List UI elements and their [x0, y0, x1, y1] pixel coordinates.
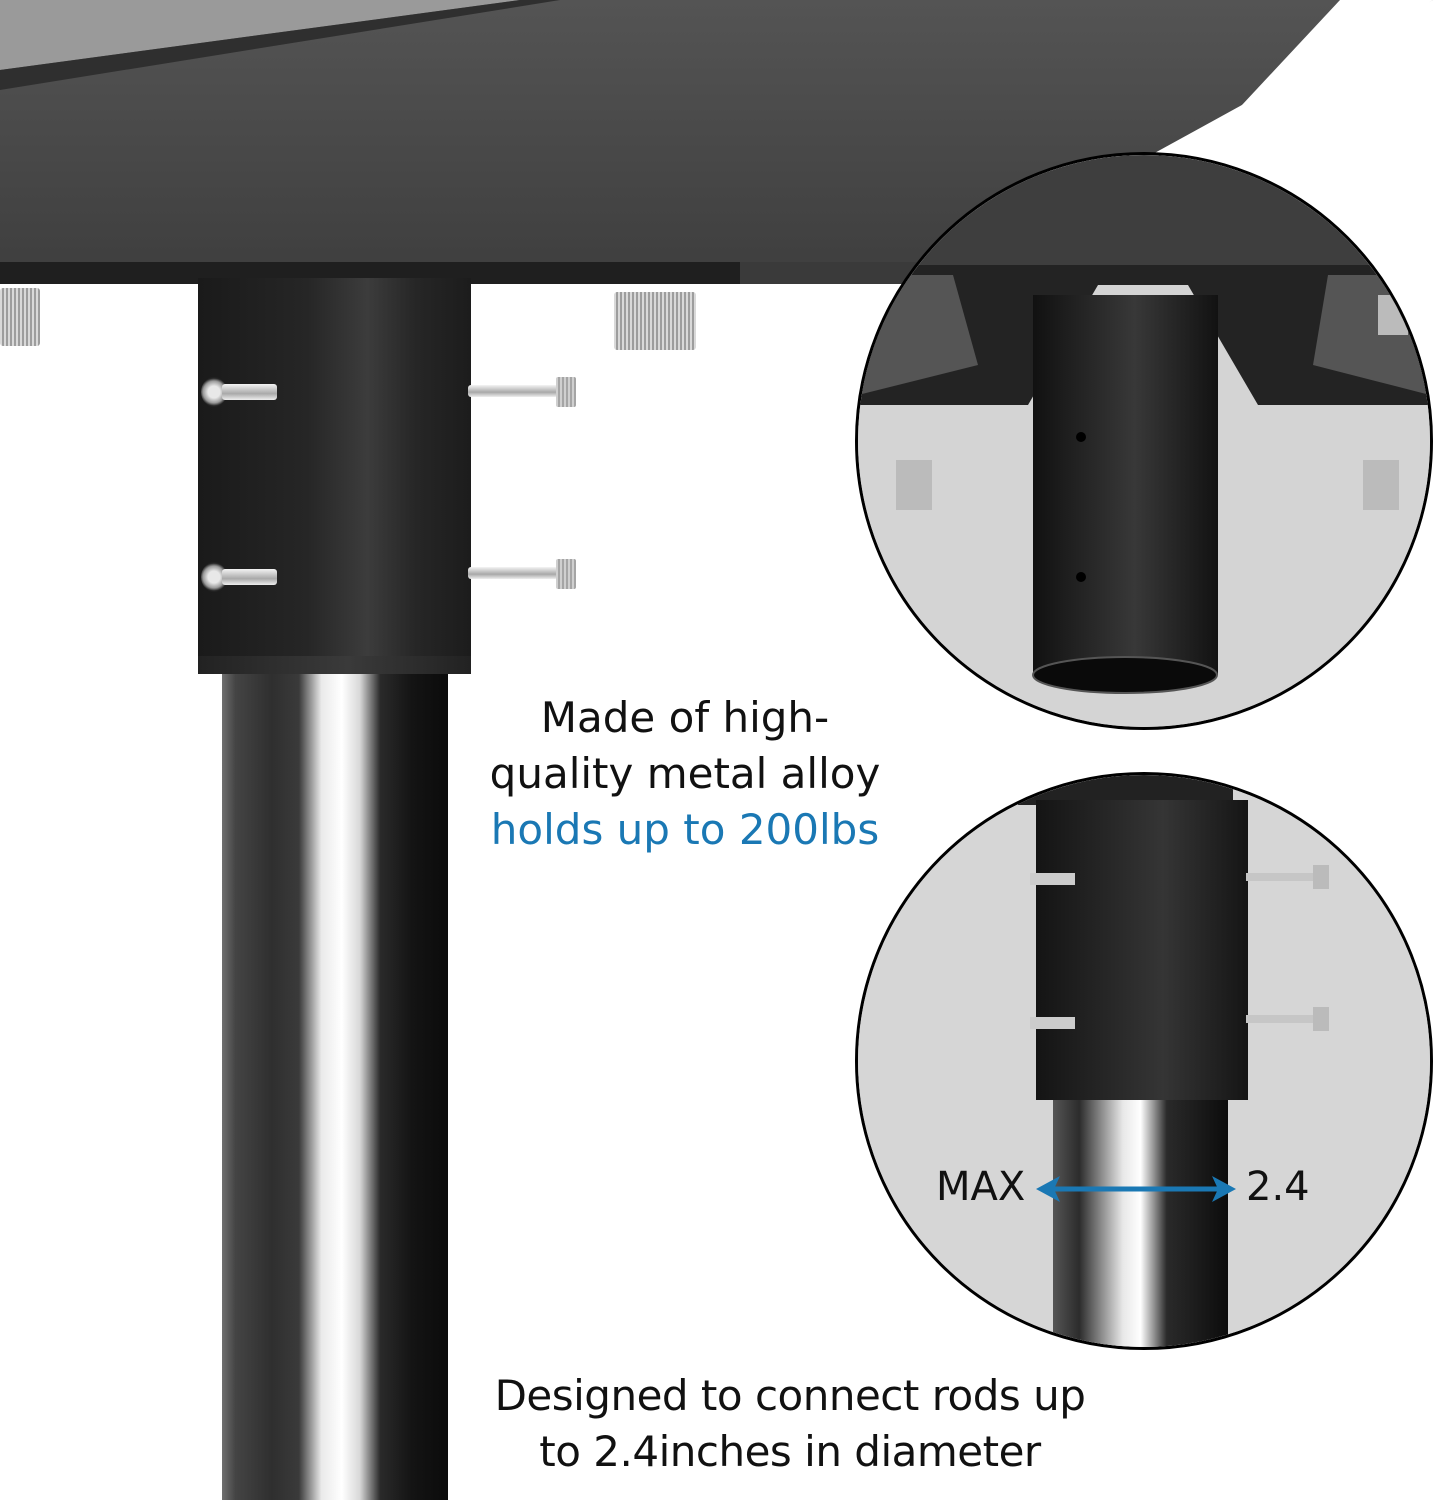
- bolt-shaft: [222, 384, 277, 400]
- dimension-value-label: 2.4: [1246, 1164, 1310, 1210]
- rod-diameter-caption: Designed to connect rods up to 2.4inches…: [450, 1368, 1130, 1480]
- thumb-screw-icon: [556, 377, 576, 407]
- underside-illustration: [858, 155, 1430, 727]
- thumb-nut-right: [614, 292, 696, 350]
- pole-sleeve: [198, 278, 471, 670]
- sleeve-bottom-edge: [198, 656, 471, 674]
- caption-line: to 2.4inches in diameter: [539, 1427, 1041, 1476]
- caption-line: Made of high-: [540, 693, 830, 742]
- caption-line: Designed to connect rods up: [494, 1371, 1086, 1420]
- bolt-shaft: [222, 569, 277, 585]
- support-rod: [222, 668, 448, 1500]
- load-capacity-caption: Made of high- quality metal alloy holds …: [470, 690, 900, 858]
- diameter-illustration: [858, 775, 1430, 1347]
- caption-highlight: holds up to 200lbs: [490, 805, 880, 854]
- detail-inset-underside: [855, 152, 1433, 730]
- caption-line: quality metal alloy: [489, 749, 881, 798]
- thumb-nut-left: [0, 288, 40, 346]
- thumb-screw-shaft: [468, 385, 558, 397]
- thumb-screw-icon: [556, 559, 576, 589]
- tabletop: [0, 0, 1433, 284]
- double-arrow-icon: [1036, 1176, 1236, 1202]
- thumb-screw-shaft: [468, 567, 558, 579]
- dimension-max-label: MAX: [936, 1164, 1026, 1210]
- detail-inset-diameter: [855, 772, 1433, 1350]
